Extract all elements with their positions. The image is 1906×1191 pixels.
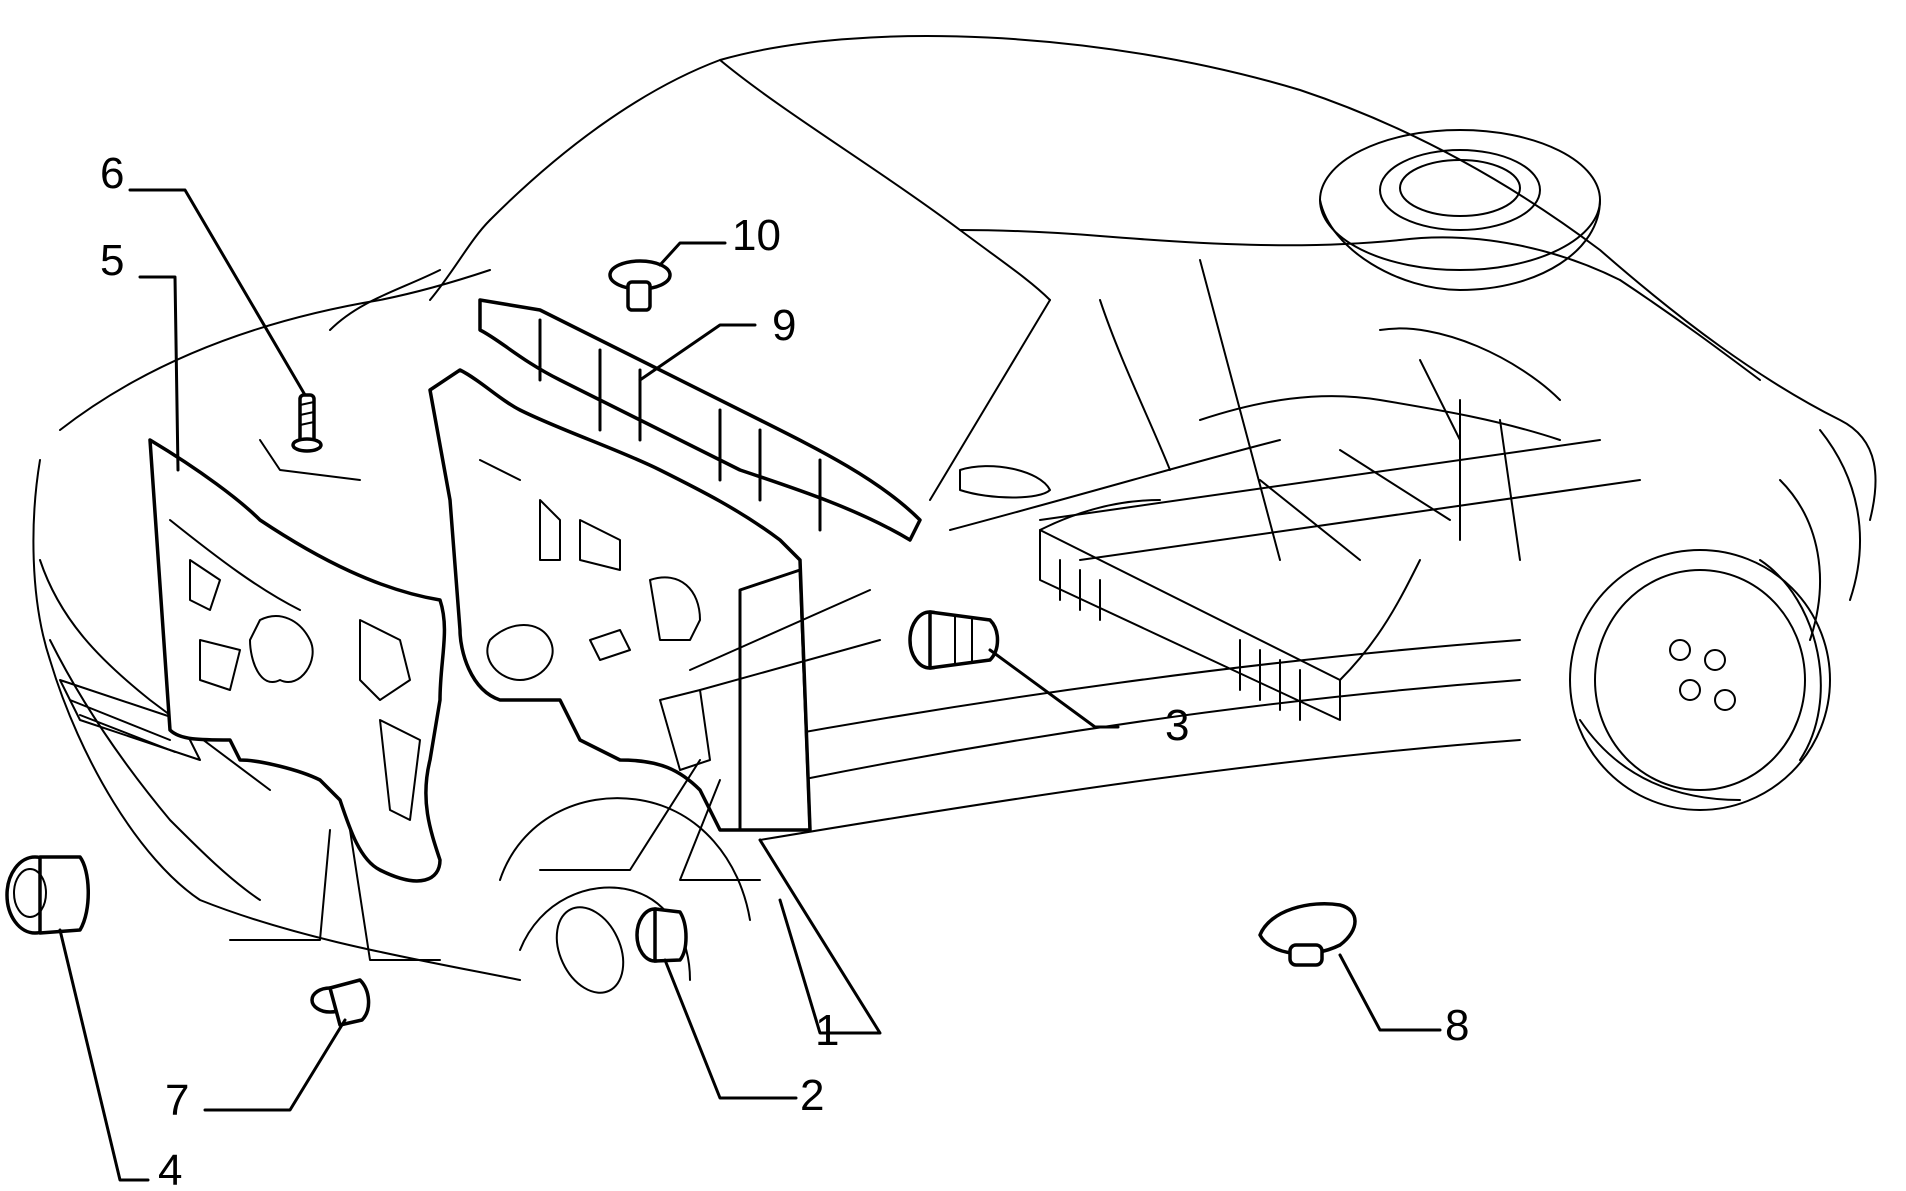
leader-lines: [58, 188, 1442, 1182]
part-3-plug: [908, 610, 1000, 670]
part-8-clip: [1258, 902, 1357, 967]
part-7-plug: [310, 978, 371, 1027]
callout-9: 9: [772, 301, 796, 350]
callout-5: 5: [100, 236, 124, 285]
callout-labels: 6 5 10 9 3 1 2 7 4 8: [100, 149, 1469, 1191]
callout-8: 8: [1445, 1001, 1469, 1050]
part-2-plug: [635, 907, 688, 963]
callout-3: 3: [1165, 701, 1189, 750]
callout-4: 4: [158, 1146, 182, 1191]
part-1-bulkhead-insulation: [428, 368, 812, 832]
part-6-screw: [291, 393, 323, 453]
callout-6: 6: [100, 149, 124, 198]
car-body-outline: [32, 35, 1877, 994]
part-5-front-insulation-pad: [148, 438, 447, 883]
callout-10: 10: [732, 211, 781, 260]
part-9-upper-pad: [478, 298, 922, 542]
callout-1: 1: [815, 1006, 839, 1055]
callout-7: 7: [165, 1076, 189, 1125]
part-10-clip: [608, 259, 672, 312]
callout-2: 2: [800, 1071, 824, 1120]
part-4-grommet: [5, 855, 90, 935]
